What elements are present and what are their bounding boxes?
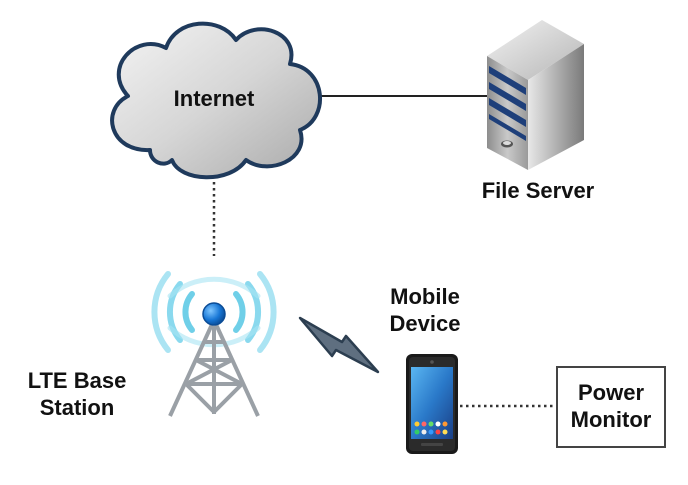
lte-base-station-label: LTE Base Station — [8, 368, 146, 422]
internet-label-text: Internet — [173, 86, 255, 111]
lte-label-line-2: Station — [39, 394, 115, 420]
cloud-icon — [110, 21, 323, 180]
power-monitor-box: Power Monitor — [556, 366, 666, 448]
smartphone-icon — [406, 354, 458, 454]
lightning-bolt-icon — [298, 316, 380, 374]
power-monitor-label-line-1: Power — [577, 380, 645, 406]
power-monitor-label-line-2: Monitor — [570, 407, 652, 432]
file-server-label: File Server — [468, 178, 608, 205]
mobile-device-label: Mobile Device — [360, 284, 490, 338]
power-monitor-label: Power Monitor — [571, 380, 652, 434]
server-tower-icon — [487, 20, 584, 170]
mobile-device-label-line-1: Mobile — [390, 284, 460, 309]
cell-tower-icon — [151, 271, 277, 417]
mobile-device-label-line-2: Device — [389, 310, 461, 336]
lte-label-line-1: LTE Base — [27, 368, 127, 393]
file-server-label-text: File Server — [481, 178, 595, 203]
internet-label: Internet — [144, 86, 284, 113]
